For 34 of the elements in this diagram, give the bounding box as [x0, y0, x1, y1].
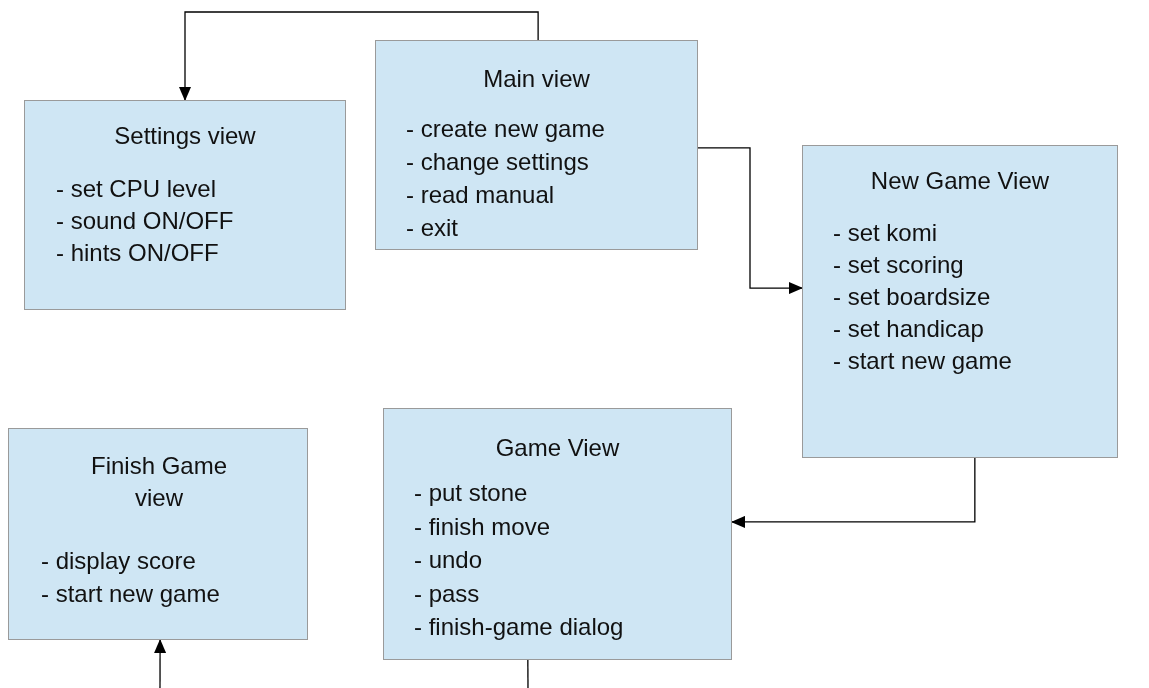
feature-item: - set boardsize — [833, 282, 991, 312]
feature-item: - change settings — [406, 147, 589, 177]
feature-item: - hints ON/OFF — [56, 238, 219, 268]
feature-item: - set scoring — [833, 250, 964, 280]
view-title: Settings view — [113, 121, 257, 151]
arrow — [731, 457, 976, 528]
feature-item: - create new game — [406, 114, 605, 144]
view-box — [24, 100, 346, 310]
feature-item: - set CPU level — [56, 174, 217, 204]
feature-item: - start new game — [41, 579, 220, 609]
feature-item: - finish-game dialog — [414, 612, 624, 642]
arrow — [154, 639, 167, 688]
feature-item: - finish move — [414, 511, 551, 542]
view-box — [375, 40, 698, 250]
feature-item: - pass — [414, 578, 480, 609]
feature-item: - read manual — [406, 180, 555, 210]
view-box — [383, 408, 732, 660]
view-title: Finish Game view — [89, 451, 228, 513]
feature-item: - set handicap — [833, 314, 984, 344]
feature-item: - sound ON/OFF — [56, 206, 234, 236]
feature-item: - start new game — [833, 346, 1012, 376]
connector-line — [527, 659, 529, 688]
feature-item: - undo — [414, 545, 483, 575]
view-title: New Game View — [869, 166, 1051, 196]
view-box — [8, 428, 308, 640]
arrow — [697, 147, 803, 295]
feature-item: - exit — [406, 213, 458, 243]
view-title: Main view — [482, 64, 591, 94]
feature-item: - put stone — [414, 478, 528, 508]
view-box — [802, 145, 1118, 458]
feature-item: - display score — [41, 546, 196, 576]
view-title: Game View — [494, 433, 621, 463]
feature-item: - set komi — [833, 218, 937, 248]
arrow — [179, 11, 539, 101]
